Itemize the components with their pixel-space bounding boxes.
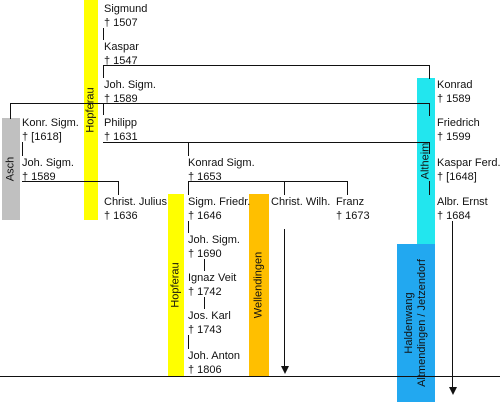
person-death-date: † 1589 xyxy=(104,93,138,105)
person-name: Albr. Ernst xyxy=(437,196,488,208)
connector-line xyxy=(204,297,205,309)
connector-line xyxy=(188,181,348,182)
person-name: Friedrich xyxy=(437,117,480,129)
person-sigm-friedr: Sigm. Friedr. † 1646 xyxy=(188,195,250,223)
connector-line xyxy=(188,142,189,156)
person-name: Konr. Sigm. xyxy=(22,117,79,129)
person-name: Franz xyxy=(336,196,365,208)
branch-bar-haldenwang: Haldenwang Altmendingen / Jetzendorf xyxy=(397,244,435,402)
connector-line xyxy=(22,181,119,182)
person-name: Joh. Sigm. xyxy=(188,234,240,246)
person-name: Kaspar Ferd. xyxy=(437,157,500,169)
branch-bar-hopferau-lower: Hopferau xyxy=(168,194,184,376)
arrowhead-icon xyxy=(449,387,457,395)
person-name: Philipp xyxy=(104,117,138,129)
person-name: Christ. Wilh. xyxy=(271,196,331,208)
person-sigmund: Sigmund † 1507 xyxy=(104,2,147,30)
person-kaspar-ferd: Kaspar Ferd. † [1648] xyxy=(437,156,500,184)
person-joh-sigm: Joh. Sigm. † 1589 xyxy=(104,78,156,106)
person-name: Christ. Julius xyxy=(104,196,167,208)
descent-arrow-line xyxy=(452,221,453,391)
person-konrad: Konrad † 1589 xyxy=(437,78,472,106)
descent-arrow-line xyxy=(284,229,285,369)
connector-line xyxy=(188,181,189,195)
person-friedrich: Friedrich † 1599 xyxy=(437,116,480,144)
person-name: Sigm. Friedr. xyxy=(188,196,251,208)
branch-bar-asch: Asch xyxy=(2,118,20,220)
person-ignaz-veit: Ignaz Veit † 1742 xyxy=(188,271,236,299)
connector-line xyxy=(103,142,430,143)
connector-line xyxy=(103,103,104,115)
person-name: Kaspar xyxy=(104,41,139,53)
person-christ-julius: Christ. Julius † 1636 xyxy=(104,195,167,223)
connector-line xyxy=(429,181,430,195)
person-konr-sigm: Konr. Sigm. † [1618] xyxy=(22,116,79,144)
connector-line xyxy=(347,181,348,195)
person-albr-ernst: Albr. Ernst † 1684 xyxy=(437,195,488,223)
branch-label-haldenwang-line2: Altmendingen / Jetzendorf xyxy=(416,259,428,387)
branch-label-asch: Asch xyxy=(4,156,17,182)
person-death-date: † 1690 xyxy=(188,248,222,260)
person-name: Joh. Anton xyxy=(188,350,240,362)
person-name: Jos. Karl xyxy=(188,310,231,322)
connector-line xyxy=(429,65,430,79)
person-death-date: † 1646 xyxy=(188,210,222,222)
person-konrad-sigm: Konrad Sigm. † 1653 xyxy=(188,156,255,184)
connector-line xyxy=(188,335,189,349)
connector-line xyxy=(103,28,104,40)
person-death-date: † 1589 xyxy=(22,171,56,183)
person-franz: Franz † 1673 xyxy=(336,195,370,223)
connector-line xyxy=(118,181,119,195)
person-death-date: † 1547 xyxy=(104,55,138,67)
person-death-date: † 1742 xyxy=(188,286,222,298)
person-kaspar: Kaspar † 1547 xyxy=(104,40,139,68)
person-joh-sigm-1690: Joh. Sigm. † 1690 xyxy=(188,233,240,261)
person-death-date: † [1648] xyxy=(437,171,477,183)
baseline-line xyxy=(0,376,500,377)
branch-bar-altheim: Altheim xyxy=(417,78,435,244)
person-joh-sigm-asch: Joh. Sigm. † 1589 xyxy=(22,156,74,184)
person-name: Sigmund xyxy=(104,3,148,15)
branch-label-haldenwang-line1: Haldenwang xyxy=(403,292,415,354)
person-death-date: † 1653 xyxy=(188,171,222,183)
person-death-date: † 1684 xyxy=(437,210,471,222)
connector-line xyxy=(188,221,189,233)
connector-line xyxy=(429,104,430,116)
connector-line xyxy=(10,103,430,104)
person-name: Joh. Sigm. xyxy=(22,157,74,169)
connector-line xyxy=(284,181,285,195)
person-jos-karl: Jos. Karl † 1743 xyxy=(188,309,231,337)
branch-label-altheim: Altheim xyxy=(419,142,432,180)
branch-bar-hopferau-upper: Hopferau xyxy=(84,0,98,220)
person-death-date: † 1673 xyxy=(336,210,370,222)
person-philipp: Philipp † 1631 xyxy=(104,116,138,144)
person-death-date: † [1618] xyxy=(22,131,62,143)
connector-line xyxy=(103,65,430,66)
person-death-date: † 1631 xyxy=(104,131,138,143)
connector-line xyxy=(204,259,205,271)
branch-label-wellendingen: Wellendingen xyxy=(252,251,265,319)
person-name: Ignaz Veit xyxy=(188,272,237,284)
branch-label-hopferau-upper: Hopferau xyxy=(84,87,97,133)
person-death-date: † 1599 xyxy=(437,131,471,143)
connector-line xyxy=(10,103,11,119)
connector-line xyxy=(103,66,104,78)
person-joh-anton: Joh. Anton † 1806 xyxy=(188,349,240,377)
person-name: Konrad Sigm. xyxy=(188,157,255,169)
person-death-date: † 1806 xyxy=(188,364,222,376)
branch-bar-wellendingen: Wellendingen xyxy=(249,194,269,376)
arrowhead-icon xyxy=(281,366,289,374)
person-death-date: † 1636 xyxy=(104,210,138,222)
person-christ-wilh: Christ. Wilh. xyxy=(271,195,330,209)
branch-label-haldenwang: Haldenwang Altmendingen / Jetzendorf xyxy=(403,259,429,387)
person-death-date: † 1589 xyxy=(437,93,471,105)
person-name: Joh. Sigm. xyxy=(104,79,156,91)
branch-label-hopferau-lower: Hopferau xyxy=(169,262,182,308)
connector-line xyxy=(429,142,430,154)
person-death-date: † 1507 xyxy=(104,17,138,29)
person-death-date: † 1743 xyxy=(188,324,222,336)
person-name: Konrad xyxy=(437,79,473,91)
connector-line xyxy=(22,142,23,156)
